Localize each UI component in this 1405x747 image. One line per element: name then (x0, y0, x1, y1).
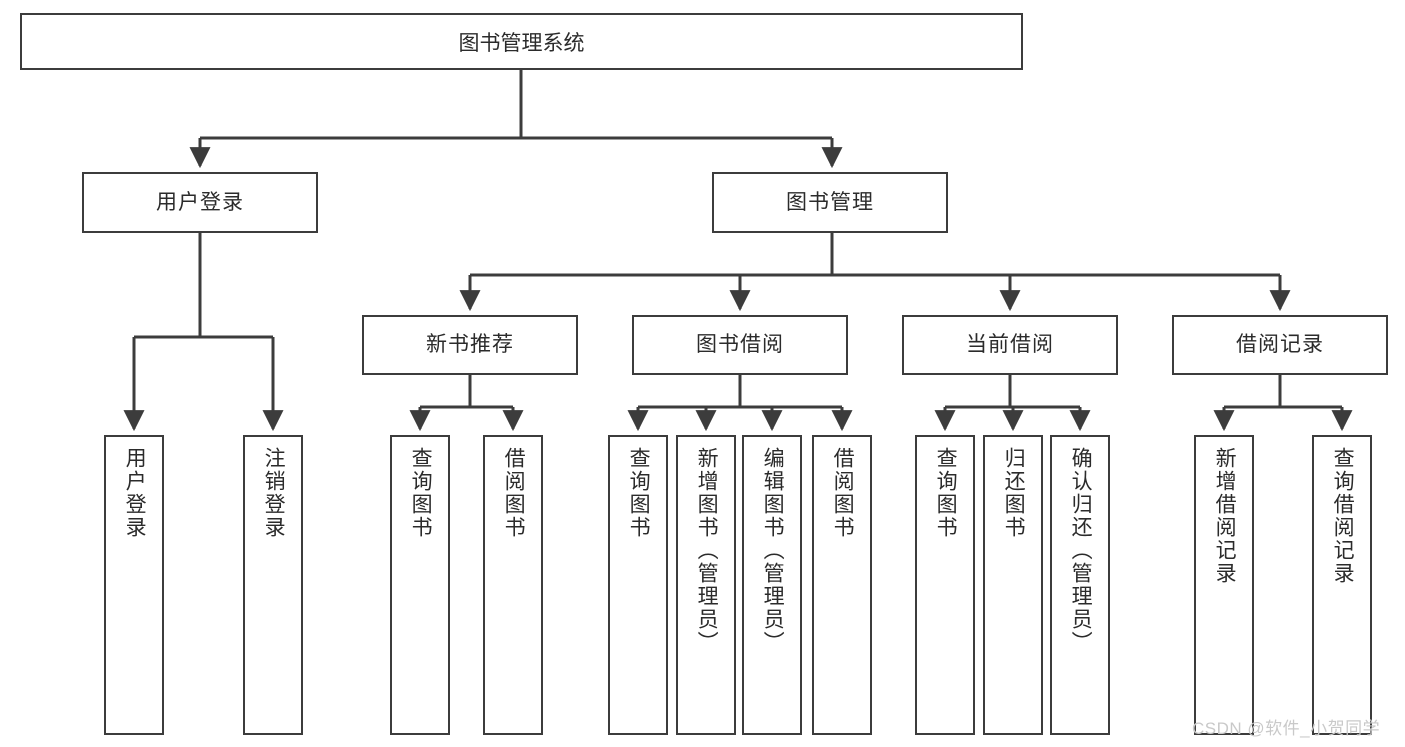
node-leaf-query-book-recommend[interactable]: 查询图书 (390, 435, 450, 735)
node-borrow-record[interactable]: 借阅记录 (1172, 315, 1388, 375)
node-new-book-recommend[interactable]: 新书推荐 (362, 315, 578, 375)
node-current-borrow[interactable]: 当前借阅 (902, 315, 1118, 375)
node-leaf-add-borrow-record[interactable]: 新增借阅记录 (1194, 435, 1254, 735)
watermark: CSDN @软件_小贺同学 (1192, 719, 1381, 738)
node-new-book-recommend-label: 新书推荐 (426, 333, 514, 357)
node-root[interactable]: 图书管理系统 (20, 13, 1023, 70)
node-leaf-query-book-current[interactable]: 查询图书 (915, 435, 975, 735)
node-borrow-record-label: 借阅记录 (1236, 333, 1324, 357)
node-leaf-edit-book[interactable]: 编辑图书（管理员） (742, 435, 802, 735)
node-root-label: 图书管理系统 (458, 31, 585, 55)
node-leaf-return-book[interactable]: 归还图书 (983, 435, 1043, 735)
node-leaf-confirm-return[interactable]: 确认归还（管理员） (1050, 435, 1110, 735)
node-leaf-borrow-book[interactable]: 借阅图书 (812, 435, 872, 735)
node-user-login[interactable]: 用户登录 (82, 172, 318, 233)
node-book-borrow[interactable]: 图书借阅 (632, 315, 848, 375)
node-user-login-label: 用户登录 (156, 190, 244, 214)
node-leaf-query-book-borrow[interactable]: 查询图书 (608, 435, 668, 735)
node-leaf-add-book[interactable]: 新增图书（管理员） (676, 435, 736, 735)
node-book-borrow-label: 图书借阅 (696, 333, 784, 357)
node-book-management-label: 图书管理 (786, 190, 874, 214)
node-leaf-query-borrow-record[interactable]: 查询借阅记录 (1312, 435, 1372, 735)
node-leaf-logout-login[interactable]: 注销登录 (243, 435, 303, 735)
node-current-borrow-label: 当前借阅 (966, 333, 1054, 357)
node-leaf-user-login[interactable]: 用户登录 (104, 435, 164, 735)
node-book-management[interactable]: 图书管理 (712, 172, 948, 233)
node-leaf-borrow-book-recommend[interactable]: 借阅图书 (483, 435, 543, 735)
